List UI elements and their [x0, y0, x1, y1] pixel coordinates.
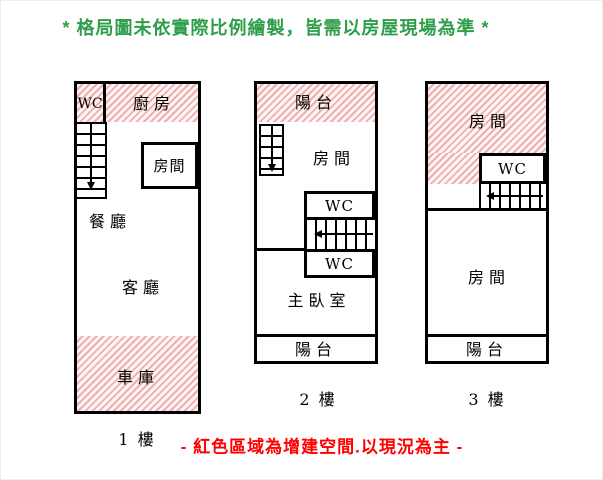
hatched-area-garage — [77, 336, 198, 411]
stair-arrow-line — [493, 195, 543, 197]
hatched-area-kitchen — [77, 84, 198, 122]
legend-note-text: - 紅色區域為增建空間.以現況為主 - — [180, 437, 464, 457]
staircase-down-f1 — [77, 122, 107, 199]
balcony-wall-f3 — [428, 334, 546, 337]
room-label-balcony-bottom-f2: 陽台 — [294, 340, 338, 359]
room-label-dining: 餐廳 — [88, 212, 132, 231]
stair-arrow-down-icon — [87, 182, 95, 190]
partition-wall — [257, 248, 304, 251]
room-label-bedroom-top-f3: 房間 — [468, 112, 512, 131]
room-label-bedroom-f1: 房間 — [153, 157, 186, 175]
room-label-balcony-f3: 陽台 — [465, 340, 509, 359]
wc-box-f3: WC — [479, 153, 546, 184]
room-label-wc-lower-f2: WC — [325, 254, 354, 273]
stair-arrow-left-icon — [486, 192, 494, 200]
stair-arrow-line — [321, 233, 373, 235]
floor-label-2: 2 樓 — [299, 390, 337, 409]
hatched-area-bedroom-f3 — [428, 84, 546, 153]
room-label-wc-f1: WC — [77, 96, 103, 112]
room-box-bedroom-f1: 房間 — [141, 142, 198, 189]
room-label-balcony-top-f2: 陽台 — [294, 93, 338, 112]
floor-plan-1: WC 廚房 房間 餐廳 客廳 車庫 — [74, 81, 201, 414]
wc-box-upper-f2: WC — [304, 191, 375, 220]
disclaimer-text: * 格局圖未依實際比例繪製，皆需以房屋現場為準 * — [62, 18, 490, 38]
floor-label-3: 3 樓 — [468, 390, 506, 409]
balcony-wall-f2 — [257, 334, 375, 337]
stair-arrow-left-icon — [314, 230, 322, 238]
staircase-left-f3 — [479, 184, 546, 208]
staircase-down-f2 — [259, 124, 284, 176]
stair-arrow-down-icon — [268, 164, 276, 172]
floor-label-1: 1 樓 — [118, 430, 156, 449]
hatched-area-balcony-f2 — [257, 84, 375, 122]
room-label-master-bedroom: 主臥室 — [287, 291, 351, 310]
stair-arrow-line — [90, 124, 92, 184]
partition-wall — [428, 208, 546, 211]
room-label-bedroom-f2: 房間 — [312, 149, 356, 168]
room-label-wc-upper-f2: WC — [325, 196, 354, 215]
floor-plan-2: 陽台 房間 WC WC 主臥室 陽台 — [254, 81, 378, 364]
wc-box-lower-f2: WC — [304, 249, 375, 278]
room-label-garage: 車庫 — [116, 368, 160, 387]
room-label-living: 客廳 — [121, 278, 165, 297]
room-label-wc-f3: WC — [498, 159, 527, 178]
staircase-left-f2 — [304, 220, 375, 249]
room-label-bedroom-main-f3: 房間 — [467, 268, 511, 287]
stair-arrow-line — [271, 126, 273, 166]
room-label-kitchen: 廚房 — [132, 94, 176, 113]
floor-plan-3: 房間 WC 房間 陽台 — [425, 81, 549, 364]
hatched-area-bedroom-f3-left — [428, 153, 479, 184]
wc-partition-wall — [103, 84, 106, 122]
